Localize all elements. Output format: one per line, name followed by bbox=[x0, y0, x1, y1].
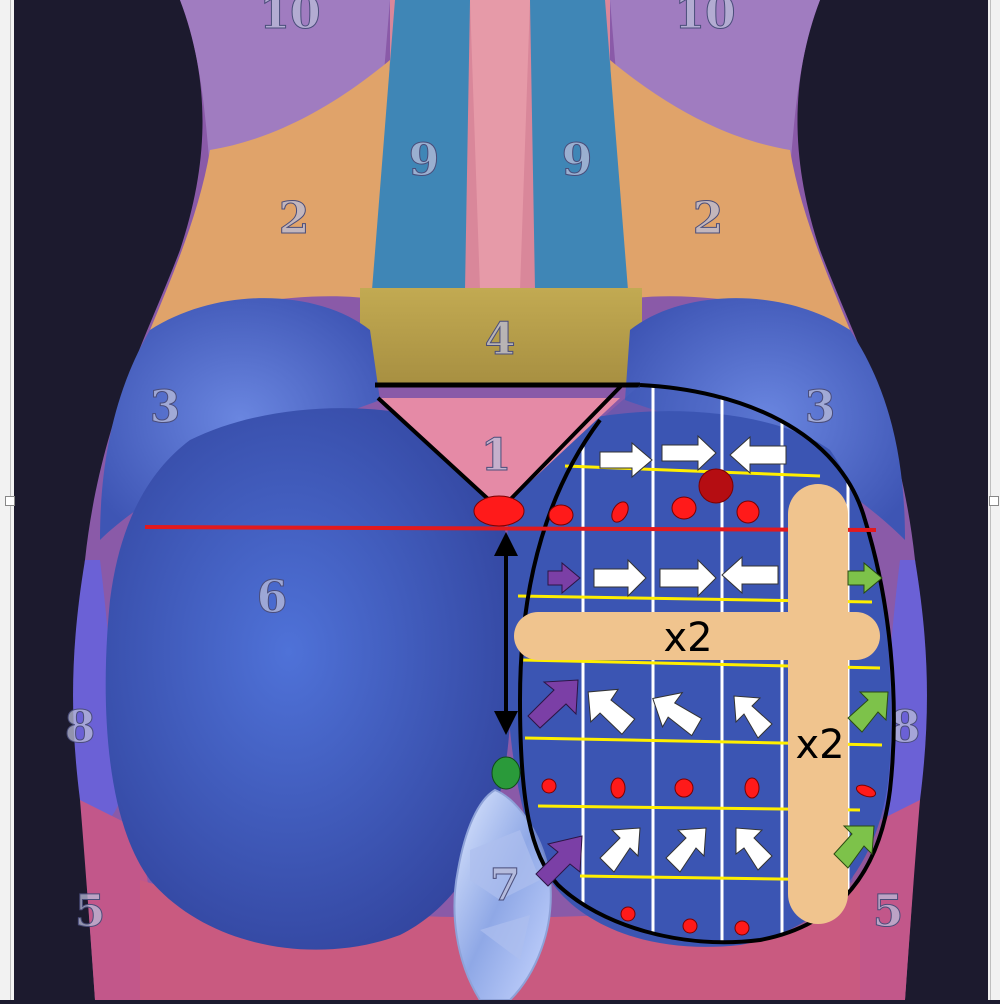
red-dots bbox=[473, 468, 877, 936]
vertical-tape-strip bbox=[788, 484, 848, 924]
zone-label-8-left: 8 bbox=[65, 702, 96, 753]
direction-arrow-icon bbox=[599, 441, 653, 479]
zone-label-2-right: 2 bbox=[693, 193, 724, 244]
direction-arrow-icon bbox=[661, 434, 717, 472]
red-marker-large bbox=[473, 495, 525, 527]
arrowhead-down-icon bbox=[494, 711, 518, 735]
exit-arrow-icon bbox=[847, 561, 883, 595]
zone-label-5-left: 5 bbox=[75, 886, 106, 937]
zone-8-left bbox=[73, 560, 120, 823]
zone-2-left bbox=[150, 60, 390, 330]
zone-9-left bbox=[372, 0, 470, 290]
green-arrows bbox=[833, 561, 889, 869]
purple-arrows bbox=[527, 561, 583, 887]
red-dot bbox=[620, 906, 636, 922]
zone-2-right bbox=[610, 60, 850, 330]
zone-6 bbox=[105, 408, 513, 950]
horizontal-reference-line bbox=[144, 525, 877, 532]
vertical-measure-arrow bbox=[494, 532, 518, 735]
red-dot bbox=[674, 778, 694, 798]
zone-label-2-left: 2 bbox=[279, 193, 310, 244]
arrow-row-middle bbox=[593, 555, 779, 598]
vertical-strip-multiplier: x2 bbox=[795, 722, 844, 768]
treatment-area-outline bbox=[517, 383, 896, 945]
arrowhead-up-icon bbox=[494, 532, 518, 556]
red-dot bbox=[736, 500, 760, 524]
red-dot bbox=[744, 777, 760, 799]
direction-arrow-icon bbox=[599, 827, 641, 873]
direction-arrow-icon bbox=[659, 558, 717, 598]
zone-7-facets bbox=[470, 830, 540, 960]
zone-label-4: 4 bbox=[485, 314, 516, 365]
zone-1 bbox=[378, 398, 620, 510]
arrow-row-lower bbox=[587, 688, 773, 739]
entry-arrow-icon bbox=[535, 835, 583, 887]
zone-4 bbox=[360, 288, 642, 386]
direction-arrow-icon bbox=[593, 558, 647, 598]
zone-label-1: 1 bbox=[481, 430, 512, 481]
resize-handle-right[interactable] bbox=[989, 496, 999, 506]
entry-arrow-icon bbox=[527, 679, 579, 729]
zone-label-10-right: 10 bbox=[674, 0, 735, 39]
horizontal-tape-strip bbox=[514, 612, 880, 660]
exit-arrow-icon bbox=[847, 691, 889, 733]
direction-arrow-icon bbox=[721, 555, 779, 595]
red-dot bbox=[855, 784, 877, 798]
resize-handle-left[interactable] bbox=[5, 496, 15, 506]
red-dot bbox=[541, 778, 557, 794]
zone-label-9-right: 9 bbox=[562, 135, 593, 186]
direction-arrow-icon bbox=[729, 435, 787, 475]
red-dot bbox=[682, 918, 698, 934]
red-dot bbox=[548, 504, 574, 526]
exit-arrow-icon bbox=[833, 825, 875, 869]
entry-arrow-icon bbox=[547, 561, 581, 595]
direction-arrow-icon bbox=[587, 688, 636, 735]
arrow-row-top bbox=[599, 434, 787, 479]
direction-arrow-icon bbox=[735, 827, 773, 871]
zone-label-9-left: 9 bbox=[409, 135, 440, 186]
spine-groove bbox=[470, 0, 530, 290]
direction-arrow-icon bbox=[652, 691, 703, 737]
red-dot bbox=[671, 496, 697, 520]
green-marker bbox=[491, 756, 521, 790]
direction-arrow-icon bbox=[665, 827, 707, 873]
zone-label-3-left: 3 bbox=[150, 382, 181, 433]
zone-label-5-right: 5 bbox=[873, 886, 904, 937]
red-dot bbox=[611, 501, 629, 523]
zone-label-3-right: 3 bbox=[805, 382, 836, 433]
zone-label-10-left: 10 bbox=[259, 0, 320, 39]
red-dot bbox=[734, 920, 750, 936]
red-marker-dark bbox=[698, 468, 734, 504]
direction-arrow-icon bbox=[733, 695, 773, 739]
horizontal-strip-multiplier: x2 bbox=[663, 615, 712, 661]
zone-label-6: 6 bbox=[257, 572, 288, 623]
zone-9-right bbox=[530, 0, 628, 290]
arrow-row-bottom bbox=[599, 827, 773, 873]
red-dot bbox=[610, 777, 626, 799]
zone-label-7: 7 bbox=[490, 860, 521, 911]
